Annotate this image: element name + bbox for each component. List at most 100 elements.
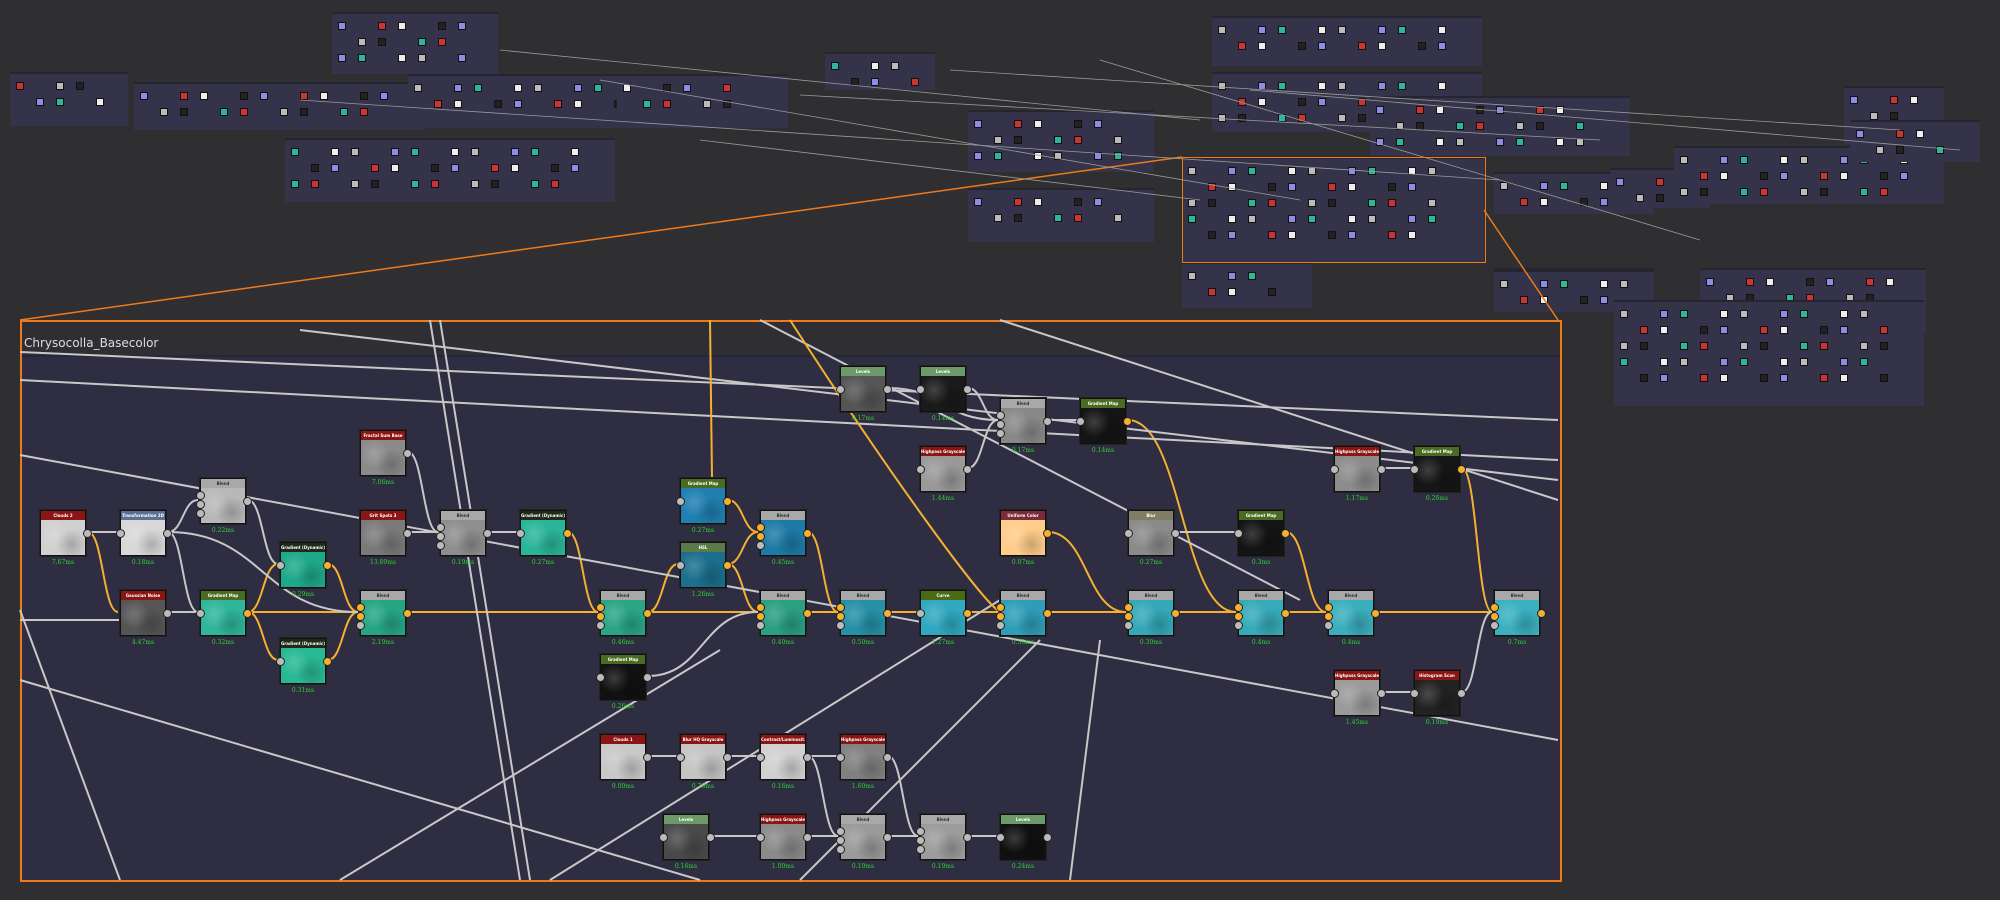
node-port[interactable] bbox=[916, 385, 925, 394]
node-port[interactable] bbox=[916, 609, 925, 618]
node-port[interactable] bbox=[276, 561, 285, 570]
overview-frame[interactable] bbox=[617, 74, 769, 126]
node-port[interactable] bbox=[1281, 609, 1290, 618]
overview-frame[interactable] bbox=[1212, 16, 1482, 66]
node-port[interactable] bbox=[1234, 603, 1243, 612]
node-port[interactable] bbox=[1123, 417, 1132, 426]
node-port[interactable] bbox=[676, 561, 685, 570]
node-port[interactable] bbox=[706, 833, 715, 842]
node-port[interactable] bbox=[323, 561, 332, 570]
node-port[interactable] bbox=[659, 833, 668, 842]
node-port[interactable] bbox=[756, 833, 765, 842]
node-port[interactable] bbox=[916, 845, 925, 854]
node-port[interactable] bbox=[196, 500, 205, 509]
node-port[interactable] bbox=[756, 612, 765, 621]
node-port[interactable] bbox=[1043, 833, 1052, 842]
overview-frame[interactable] bbox=[285, 138, 615, 202]
node-port[interactable] bbox=[516, 529, 525, 538]
node-port[interactable] bbox=[836, 385, 845, 394]
node-port[interactable] bbox=[483, 529, 492, 538]
node-port[interactable] bbox=[963, 385, 972, 394]
node-port[interactable] bbox=[996, 420, 1005, 429]
node-port[interactable] bbox=[596, 621, 605, 630]
overview-frame[interactable] bbox=[134, 82, 424, 130]
node-port[interactable] bbox=[676, 753, 685, 762]
node-port[interactable] bbox=[403, 609, 412, 618]
node-port[interactable] bbox=[1537, 609, 1546, 618]
node-port[interactable] bbox=[596, 612, 605, 621]
node-port[interactable] bbox=[196, 509, 205, 518]
node-port[interactable] bbox=[116, 529, 125, 538]
node-port[interactable] bbox=[1124, 621, 1133, 630]
node-port[interactable] bbox=[403, 529, 412, 538]
node-port[interactable] bbox=[356, 603, 365, 612]
node-port[interactable] bbox=[836, 603, 845, 612]
node-port[interactable] bbox=[803, 529, 812, 538]
node-port[interactable] bbox=[1171, 609, 1180, 618]
node-port[interactable] bbox=[1324, 603, 1333, 612]
node-port[interactable] bbox=[163, 609, 172, 618]
node-port[interactable] bbox=[1410, 465, 1419, 474]
node-port[interactable] bbox=[276, 657, 285, 666]
node-port[interactable] bbox=[83, 529, 92, 538]
node-port[interactable] bbox=[1377, 689, 1386, 698]
node-port[interactable] bbox=[1490, 612, 1499, 621]
node-port[interactable] bbox=[1330, 689, 1339, 698]
node-port[interactable] bbox=[676, 497, 685, 506]
node-port[interactable] bbox=[836, 621, 845, 630]
node-port[interactable] bbox=[243, 609, 252, 618]
node-port[interactable] bbox=[1371, 609, 1380, 618]
node-port[interactable] bbox=[723, 497, 732, 506]
overview-frame[interactable] bbox=[332, 12, 498, 74]
node-port[interactable] bbox=[1457, 689, 1466, 698]
node-port[interactable] bbox=[1234, 529, 1243, 538]
node-port[interactable] bbox=[1234, 612, 1243, 621]
node-port[interactable] bbox=[643, 673, 652, 682]
node-port[interactable] bbox=[596, 603, 605, 612]
overview-frame[interactable] bbox=[10, 72, 128, 126]
node-port[interactable] bbox=[1124, 603, 1133, 612]
node-port[interactable] bbox=[1124, 612, 1133, 621]
overview-frame[interactable] bbox=[825, 52, 935, 90]
node-port[interactable] bbox=[756, 603, 765, 612]
overview-frame[interactable] bbox=[1182, 262, 1312, 308]
node-port[interactable] bbox=[883, 609, 892, 618]
overview-frame[interactable] bbox=[1370, 96, 1630, 156]
node-port[interactable] bbox=[803, 609, 812, 618]
node-port[interactable] bbox=[1234, 621, 1243, 630]
node-port[interactable] bbox=[836, 836, 845, 845]
node-port[interactable] bbox=[836, 827, 845, 836]
node-port[interactable] bbox=[996, 429, 1005, 438]
node-port[interactable] bbox=[243, 497, 252, 506]
node-port[interactable] bbox=[356, 621, 365, 630]
node-port[interactable] bbox=[403, 449, 412, 458]
node-port[interactable] bbox=[1171, 529, 1180, 538]
node-port[interactable] bbox=[916, 827, 925, 836]
node-port[interactable] bbox=[1124, 529, 1133, 538]
node-port[interactable] bbox=[436, 523, 445, 532]
node-port[interactable] bbox=[1043, 609, 1052, 618]
